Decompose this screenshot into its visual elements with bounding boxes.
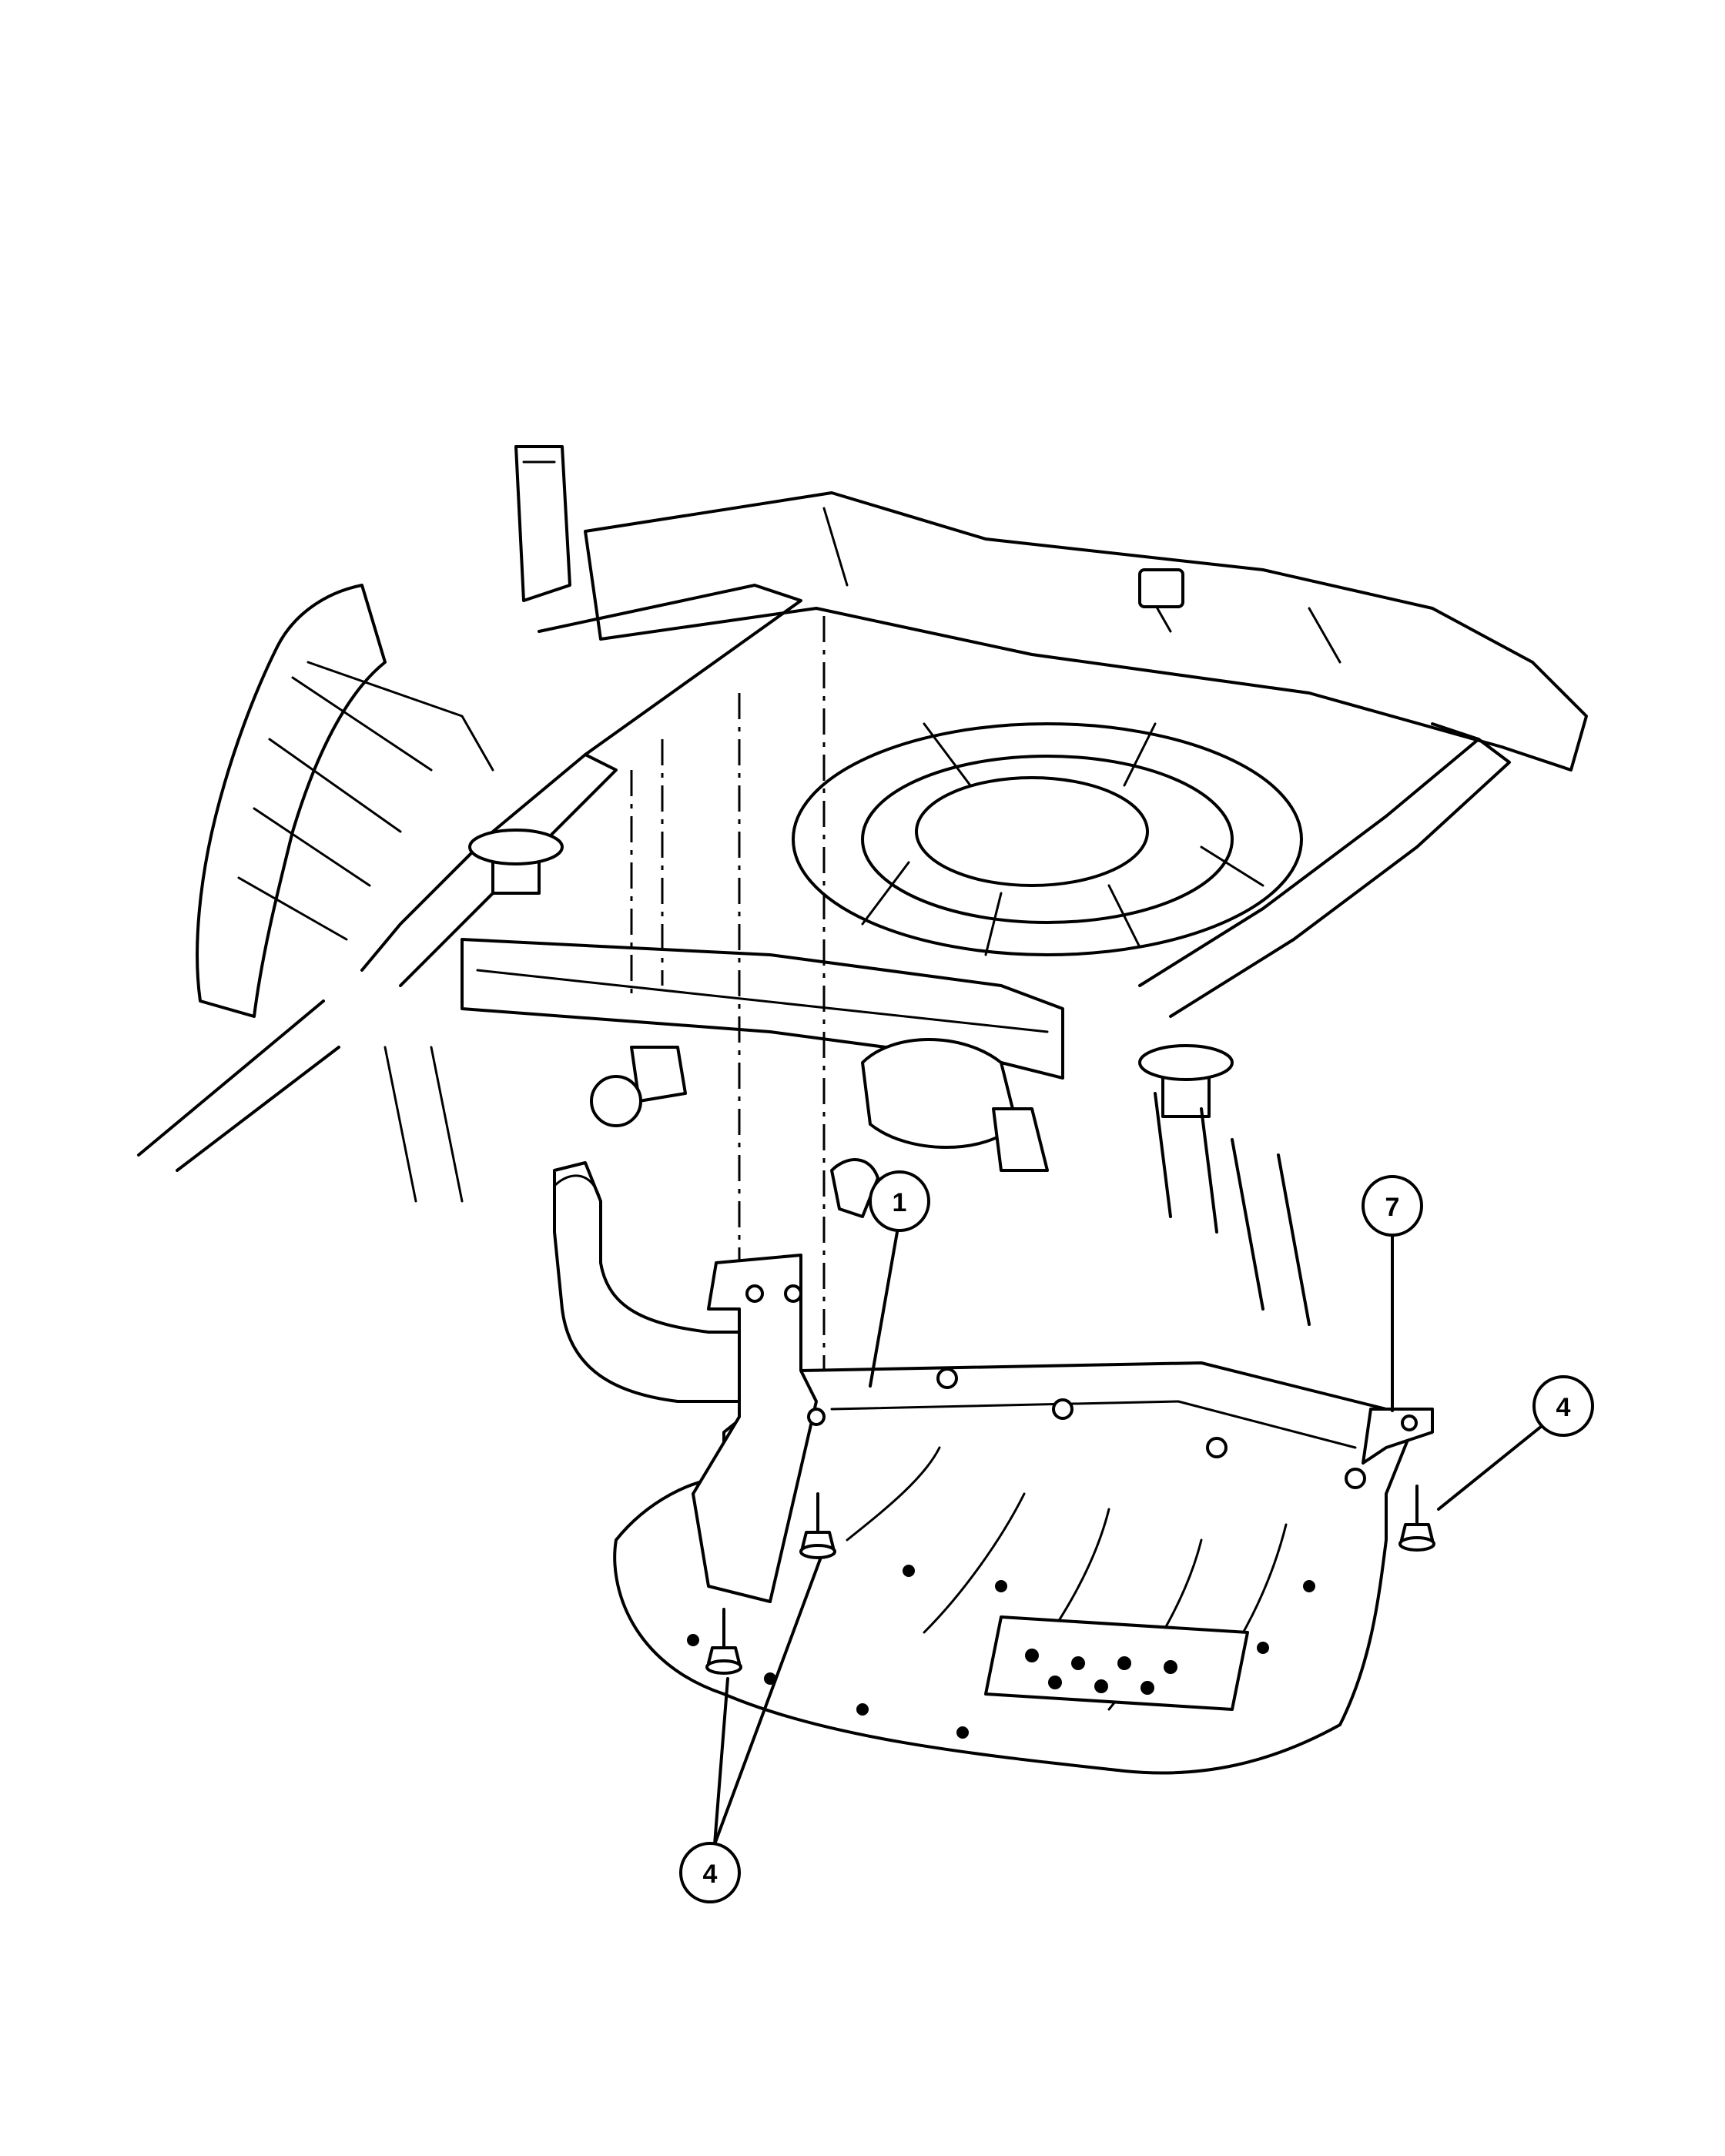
- left-mount-bracket: [692, 1254, 826, 1603]
- bolt-center: [799, 1492, 836, 1559]
- callout-1-label: 1: [893, 1188, 907, 1217]
- callout-4-bottom-label: 4: [703, 1860, 718, 1889]
- callout-7: 7: [1362, 1175, 1423, 1237]
- callout-7-label: 7: [1385, 1193, 1400, 1222]
- vehicle-underbody: [137, 445, 1588, 1403]
- callout-4-bottom: 4: [679, 1842, 741, 1903]
- callout-4-right: 4: [1532, 1375, 1594, 1437]
- bolts: [705, 1485, 1435, 1675]
- callout-4-right-label: 4: [1556, 1393, 1571, 1422]
- leader-lines: [713, 1230, 1543, 1846]
- bracket: [1362, 1408, 1434, 1465]
- callout-1: 1: [869, 1170, 930, 1232]
- bolt-right: [1398, 1485, 1435, 1552]
- bolt-left: [705, 1608, 742, 1675]
- skid-plate: [613, 1361, 1419, 1775]
- installation-lines: [630, 616, 826, 1617]
